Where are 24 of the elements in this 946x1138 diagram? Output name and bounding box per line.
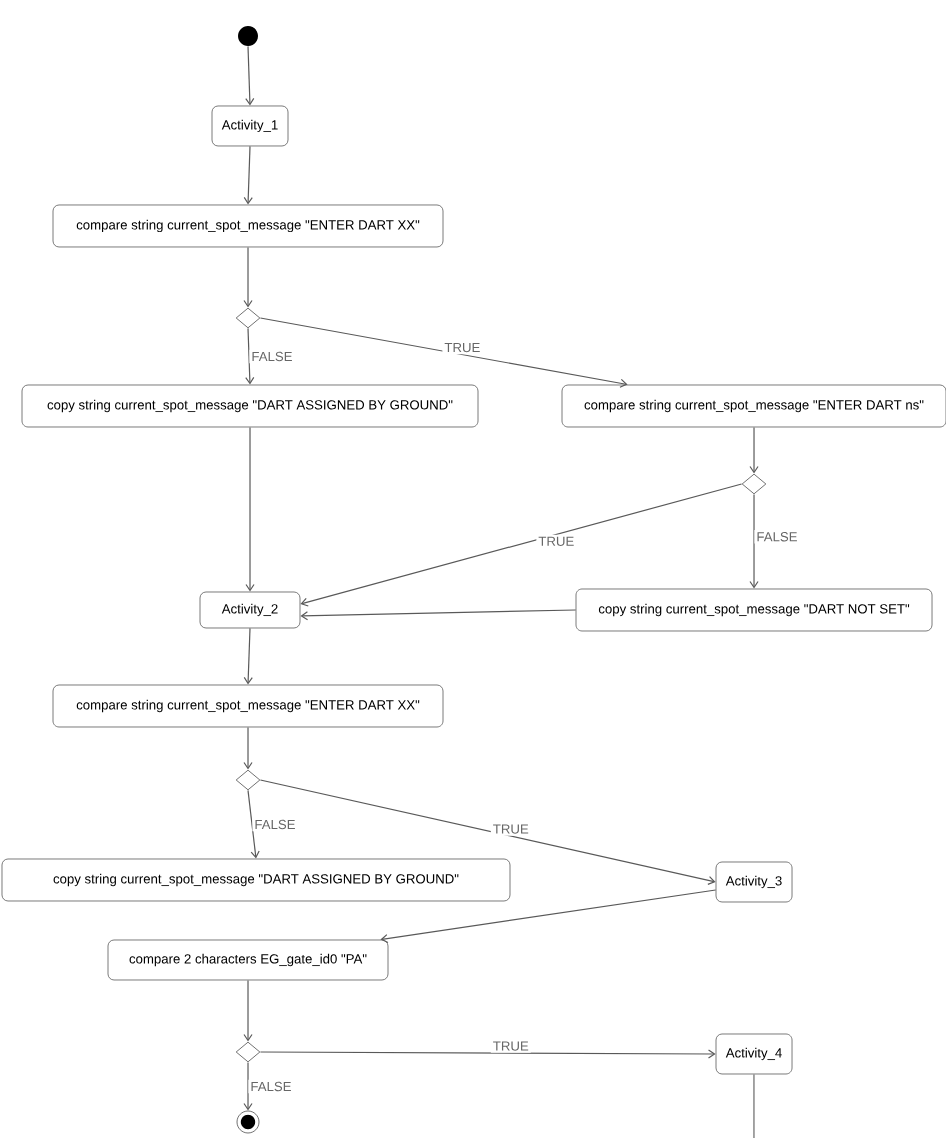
decision-diamond (235, 769, 261, 791)
arrow (245, 426, 255, 592)
decision-diamond (741, 473, 767, 495)
decision-diamond (235, 307, 261, 329)
decision-diamond (235, 1041, 261, 1063)
arrow (247, 789, 260, 859)
initial-node (238, 26, 258, 46)
arrow (245, 45, 255, 106)
arrow (380, 889, 717, 944)
arrow (300, 483, 743, 607)
arrow (749, 493, 759, 589)
arrow (245, 327, 255, 385)
arrow (259, 317, 628, 388)
arrow (259, 779, 716, 885)
final-node (236, 1110, 260, 1134)
arrow (749, 426, 759, 474)
arrow (243, 1061, 253, 1111)
arrow (243, 979, 253, 1042)
arrow (243, 627, 253, 685)
arrow (243, 726, 253, 770)
arrow (243, 145, 253, 205)
arrow (259, 1049, 716, 1059)
arrow (300, 609, 577, 621)
arrow (243, 246, 253, 308)
